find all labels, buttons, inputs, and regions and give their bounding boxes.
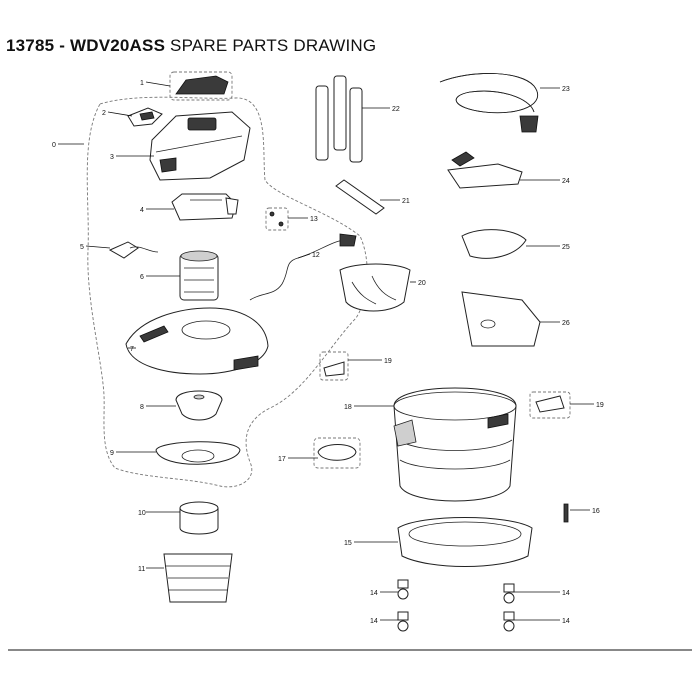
part-19-clip-a bbox=[323, 361, 345, 377]
label-14a: 14 bbox=[370, 590, 378, 597]
label-23: 23 bbox=[562, 86, 570, 93]
label-18: 18 bbox=[344, 404, 352, 411]
part-10-filter-top bbox=[179, 501, 219, 515]
title-text: SPARE PARTS DRAWING bbox=[170, 36, 377, 55]
part-7-vent-left bbox=[139, 325, 169, 343]
label-3: 3 bbox=[110, 154, 114, 161]
assembly-outline bbox=[86, 96, 368, 488]
leader-lines bbox=[58, 81, 594, 621]
part-6-motor-top bbox=[180, 250, 218, 262]
part-17-adapter bbox=[317, 444, 357, 461]
label-13: 13 bbox=[310, 216, 318, 223]
part-23-hose-core bbox=[439, 73, 539, 114]
part-18-inlet bbox=[393, 419, 417, 447]
part-25-filter-pad bbox=[461, 229, 527, 259]
part-13-screw bbox=[269, 211, 275, 217]
label-22: 22 bbox=[392, 106, 400, 113]
part-3-switch-panel bbox=[187, 117, 217, 131]
part-20-filter-bag bbox=[339, 263, 411, 312]
part-19-frame-a bbox=[319, 351, 349, 381]
part-5-switch bbox=[108, 241, 139, 259]
label-4: 4 bbox=[140, 207, 144, 214]
label-8: 8 bbox=[140, 404, 144, 411]
part-2-clip-detail bbox=[139, 111, 155, 121]
part-21-crevice-nozzle bbox=[335, 179, 385, 215]
part-7-vent-right bbox=[233, 355, 259, 371]
part-19-frame-b bbox=[529, 391, 571, 419]
part-17-frame bbox=[313, 437, 361, 469]
label-21: 21 bbox=[402, 198, 410, 205]
label-14d: 14 bbox=[562, 618, 570, 625]
part-18-latch bbox=[487, 413, 509, 429]
label-17: 17 bbox=[278, 456, 286, 463]
label-14b: 14 bbox=[370, 618, 378, 625]
label-19b: 19 bbox=[596, 402, 604, 409]
part-11-ribs bbox=[166, 565, 230, 591]
label-26: 26 bbox=[562, 320, 570, 327]
label-24: 24 bbox=[562, 178, 570, 185]
part-26-dust-bag bbox=[461, 291, 541, 347]
label-16: 16 bbox=[592, 508, 600, 515]
label-11: 11 bbox=[138, 566, 145, 573]
part-6-coil bbox=[184, 267, 214, 293]
part-24-neck bbox=[451, 151, 475, 167]
part-13-screw bbox=[278, 221, 284, 227]
part-24-floor-nozzle bbox=[447, 163, 523, 189]
part-22-tube bbox=[333, 75, 347, 151]
label-14c: 14 bbox=[562, 590, 570, 597]
label-25: 25 bbox=[562, 244, 570, 251]
part-4-tab bbox=[225, 197, 239, 215]
part-13-frame bbox=[265, 207, 289, 231]
label-20: 20 bbox=[418, 280, 426, 287]
model-code: 13785 - WDV20ASS bbox=[6, 36, 166, 55]
page-title: 13785 - WDV20ASS SPARE PARTS DRAWING bbox=[6, 36, 526, 58]
label-19a: 19 bbox=[384, 358, 392, 365]
part-23-hose bbox=[439, 73, 539, 114]
part-3-vent bbox=[159, 157, 177, 173]
part-26-bag-inlet bbox=[480, 319, 496, 329]
label-2: 2 bbox=[102, 110, 106, 117]
label-12: 12 bbox=[312, 252, 320, 259]
part-12-plug bbox=[339, 233, 357, 247]
part-16-screw bbox=[563, 503, 569, 523]
part-14-caster bbox=[397, 611, 409, 632]
part-5-wire bbox=[129, 246, 159, 253]
part-8-float-top bbox=[193, 394, 205, 400]
part-10-filter bbox=[179, 507, 219, 535]
label-10: 10 bbox=[138, 510, 146, 517]
part-20-folds bbox=[351, 275, 397, 305]
part-12-cable bbox=[249, 239, 345, 301]
part-22-tube bbox=[349, 87, 363, 163]
part-9-cage bbox=[155, 441, 241, 465]
label-9: 9 bbox=[110, 450, 114, 457]
label-5: 5 bbox=[80, 244, 84, 251]
part-7-base bbox=[125, 307, 269, 375]
part-14-caster bbox=[503, 611, 515, 632]
label-1: 1 bbox=[140, 80, 144, 87]
part-19-clip-b bbox=[535, 395, 565, 413]
part-9-ring bbox=[181, 449, 215, 463]
label-0: 0 bbox=[52, 142, 56, 149]
part-15-dolly bbox=[397, 517, 533, 567]
part-3-edge bbox=[155, 135, 243, 153]
part-18-tank bbox=[393, 387, 517, 502]
part-23-hose-end bbox=[519, 115, 539, 133]
part-14-caster bbox=[397, 579, 409, 600]
part-1-handle bbox=[175, 75, 229, 95]
part-14-caster bbox=[503, 583, 515, 604]
label-15: 15 bbox=[344, 540, 352, 547]
part-7-ring bbox=[181, 320, 231, 340]
part-8-float bbox=[175, 390, 223, 421]
label-7: 7 bbox=[130, 346, 134, 353]
part-22-tube bbox=[315, 85, 329, 161]
label-6: 6 bbox=[140, 274, 144, 281]
part-15-dolly-ring bbox=[408, 521, 522, 547]
